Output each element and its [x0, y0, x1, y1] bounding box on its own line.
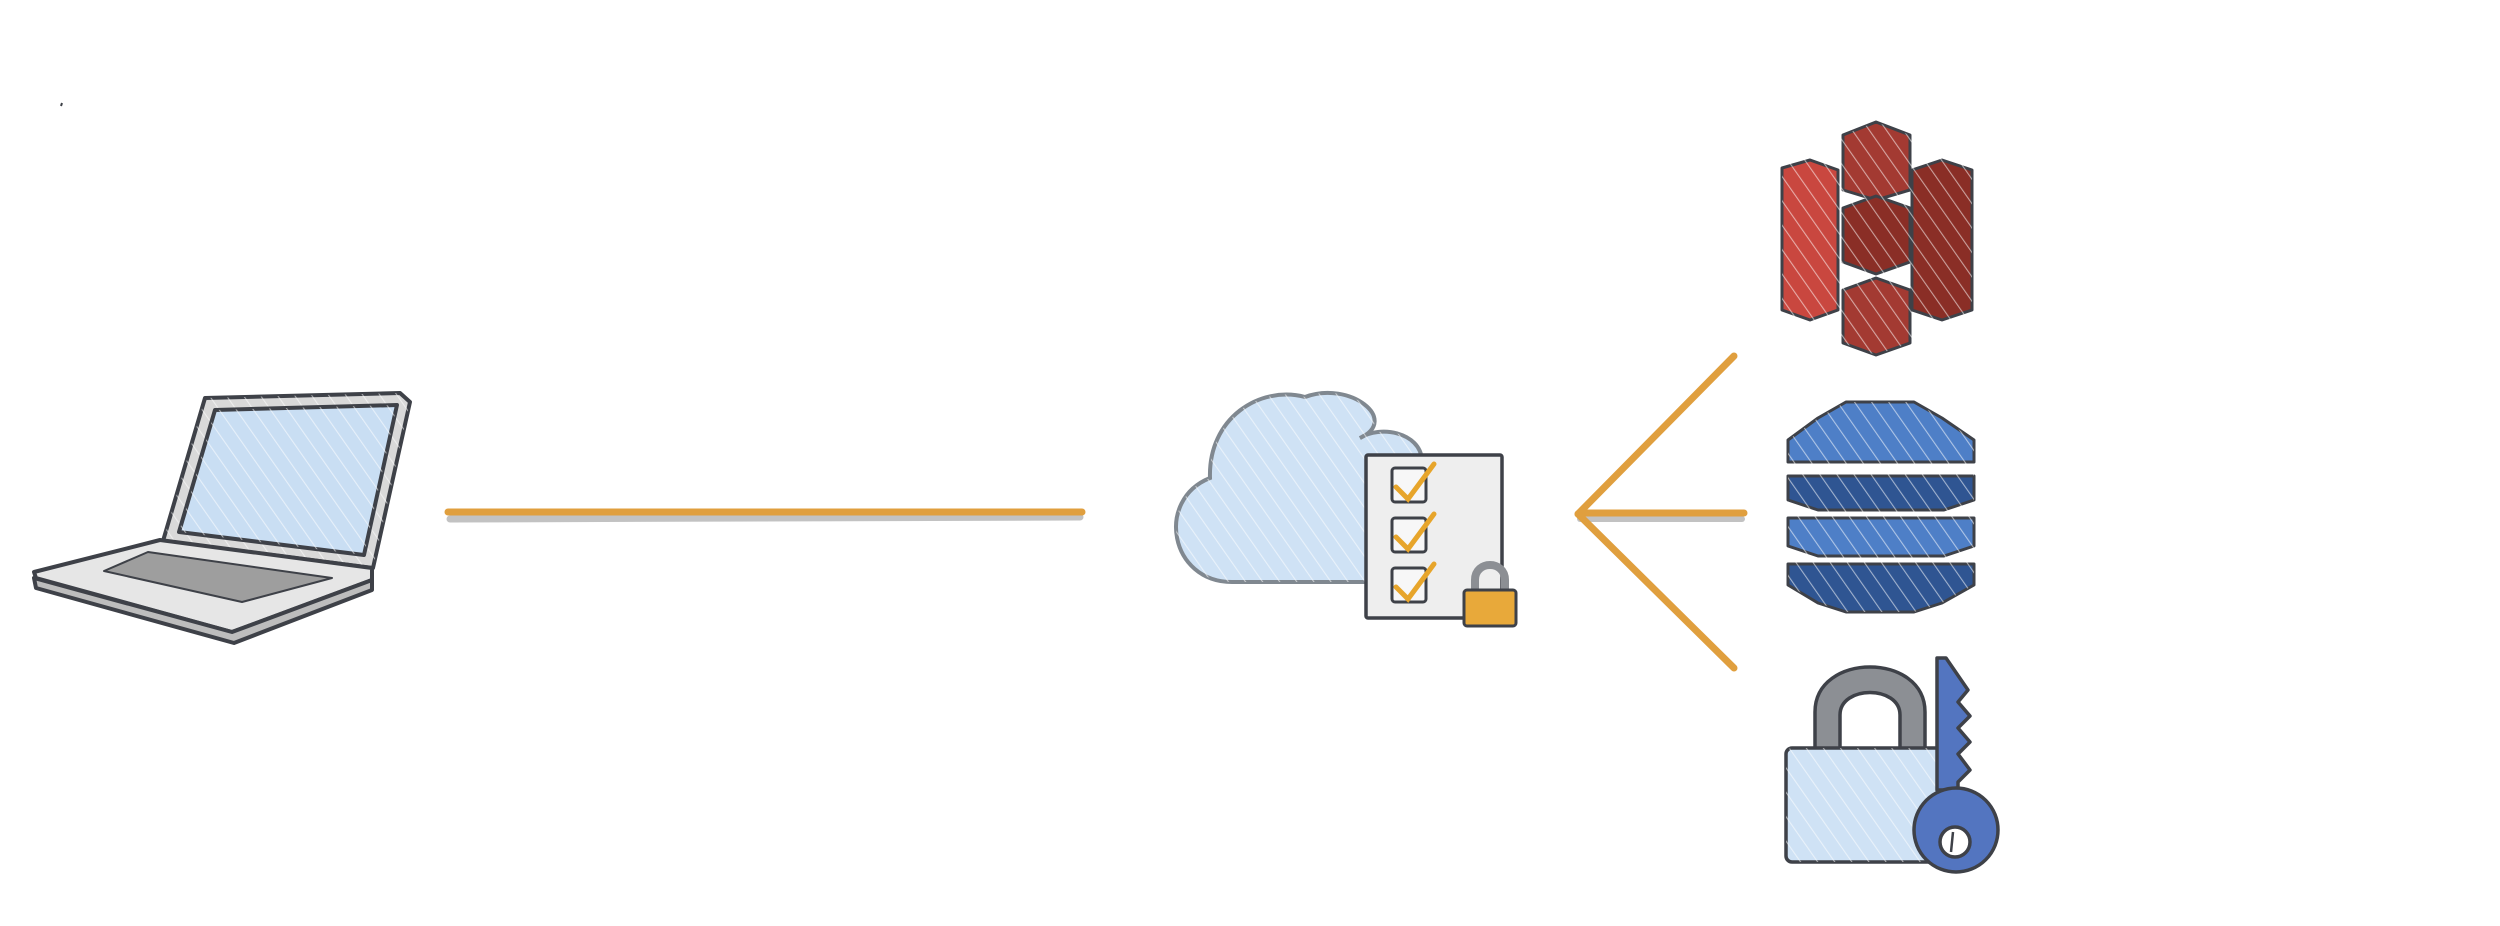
checkbox-3 — [1390, 561, 1437, 604]
padlock-key-icon — [1784, 656, 2000, 874]
connector-fan-auth-services — [1574, 352, 1748, 672]
connector-client-auth — [444, 508, 1086, 523]
key-bow-hole — [1938, 825, 1972, 859]
stray-mark — [60, 102, 63, 107]
laptop-front-edge — [32, 576, 374, 645]
db-hatch — [1788, 402, 1974, 612]
check-icon — [1393, 561, 1437, 603]
connector-line-upper — [1574, 352, 1738, 518]
laptop-icon — [32, 391, 412, 645]
laptop-keyboard — [103, 551, 333, 603]
database-stack-icon — [1786, 400, 1976, 614]
checkbox-2 — [1390, 511, 1437, 554]
key-hole-slit — [1949, 831, 1955, 853]
cloud-checklist-lock-icon — [1174, 390, 1518, 628]
storage-hatch — [1782, 122, 1972, 355]
check-icon — [1393, 461, 1437, 503]
laptop-screen-hatch — [179, 405, 397, 555]
check-icon — [1393, 511, 1437, 553]
checkbox-1 — [1390, 461, 1437, 504]
padlock-shackle — [1813, 665, 1927, 754]
lock-icon — [1462, 561, 1518, 628]
key-shaft — [1935, 656, 1972, 792]
connector-line-lower — [1574, 510, 1738, 672]
bucket-storage-icon — [1780, 120, 1974, 357]
connector-shadow — [446, 513, 1084, 523]
